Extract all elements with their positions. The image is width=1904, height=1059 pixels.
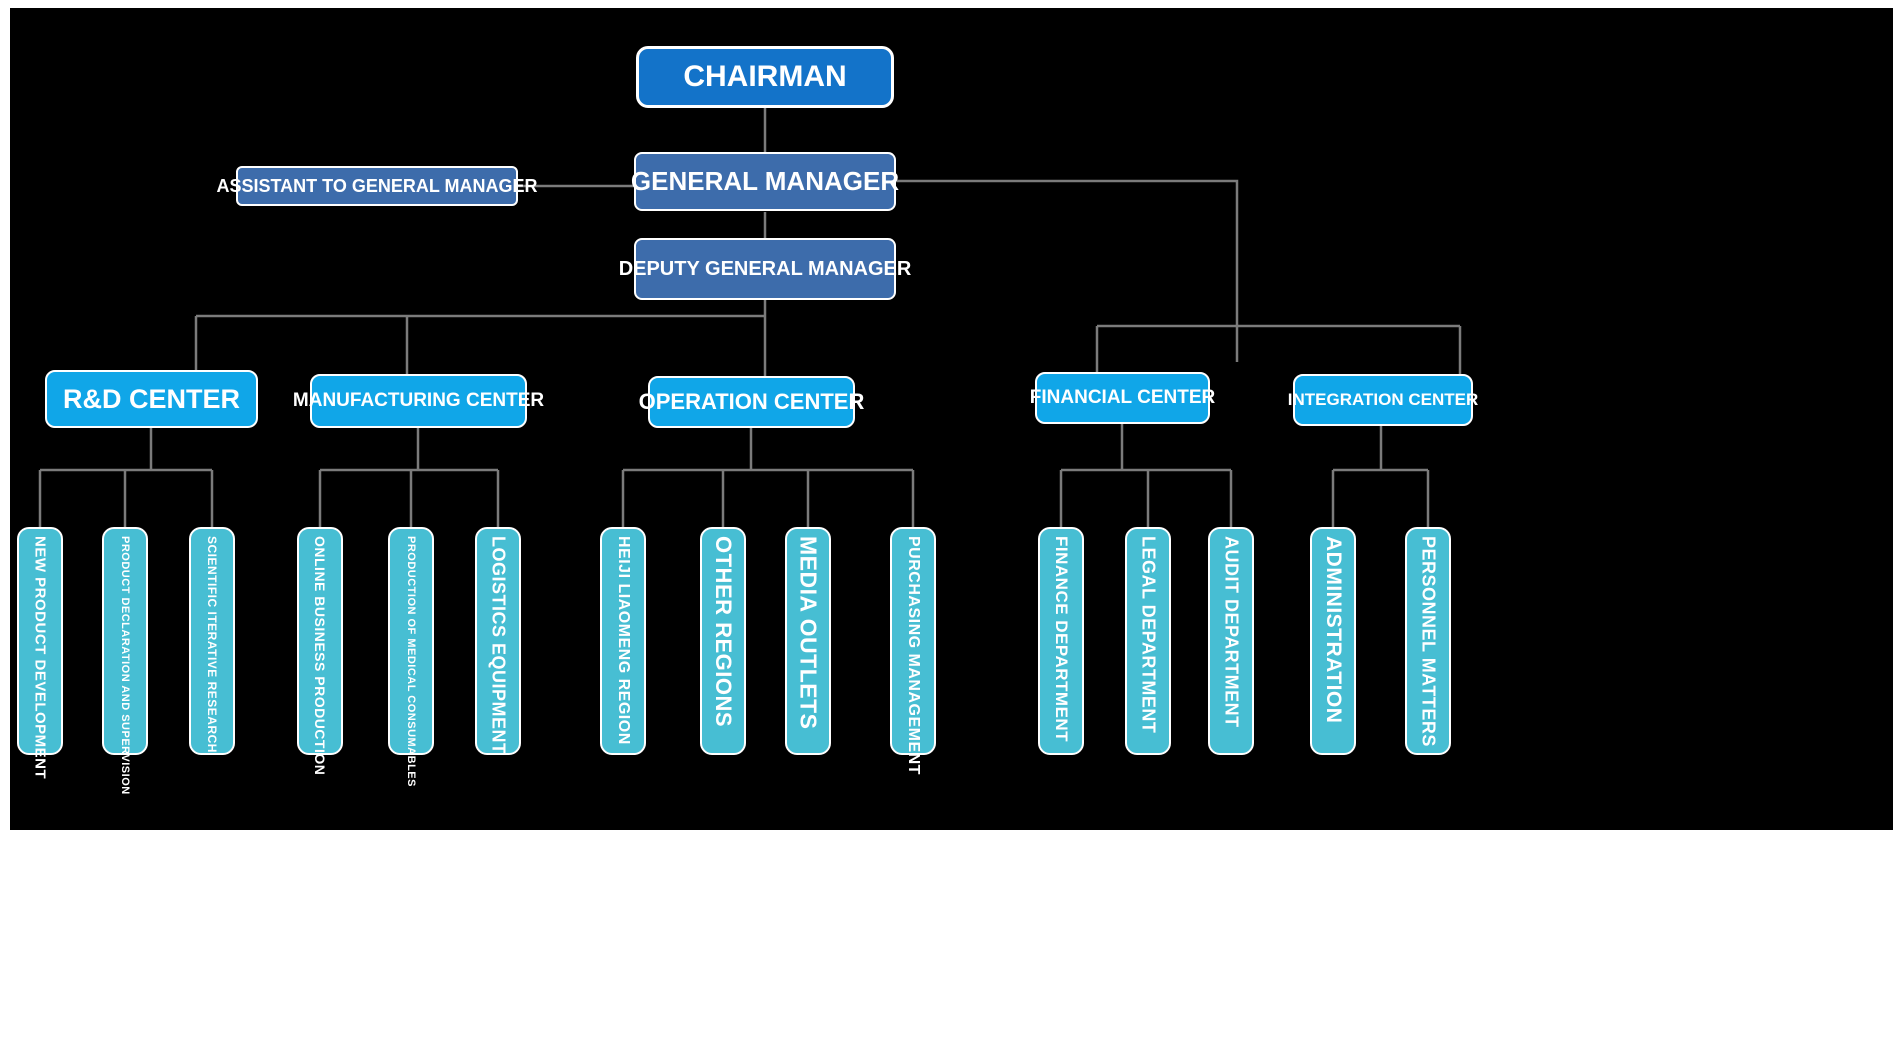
dept-label: ONLINE BUSINESS PRODUCTION	[312, 536, 328, 776]
node-general-manager: GENERAL MANAGER	[631, 152, 899, 211]
dept-label: SCIENTIFIC ITERATIVE RESEARCH	[205, 536, 219, 753]
node-personnel-matters: PERSONNEL MATTERS	[1405, 527, 1451, 755]
node-online-business-production: ONLINE BUSINESS PRODUCTION	[297, 527, 343, 775]
node-administration: ADMINISTRATION	[1310, 527, 1356, 755]
node-finance-department: FINANCE DEPARTMENT	[1038, 527, 1084, 755]
dept-label: PURCHASING MANAGEMENT	[905, 536, 922, 775]
dept-label: ADMINISTRATION	[1322, 536, 1345, 724]
node-purchasing-management: PURCHASING MANAGEMENT	[890, 527, 936, 775]
node-legal-department: LEGAL DEPARTMENT	[1125, 527, 1171, 755]
dept-label: PRODUCTION OF MEDICAL CONSUMABLES	[405, 536, 417, 787]
node-product-declaration-and-supervision: PRODUCT DECLARATION AND SUPERVISION	[102, 527, 148, 795]
node-logistics-equipment: LOGISTICS EQUIPMENT	[475, 527, 521, 755]
dept-label: PERSONNEL MATTERS	[1418, 536, 1439, 747]
node-new-product-development: NEW PRODUCT DEVELOPMENT	[17, 527, 63, 779]
dept-label: MEDIA OUTLETS	[795, 536, 822, 730]
node-deputy-general-manager: DEPUTY GENERAL MANAGER	[619, 238, 911, 300]
node-financial-center: FINANCIAL CENTER	[1030, 372, 1215, 424]
dept-label: AUDIT DEPARTMENT	[1221, 536, 1242, 728]
dept-label: FINANCE DEPARTMENT	[1052, 536, 1071, 743]
dept-label: PRODUCT DECLARATION AND SUPERVISION	[119, 536, 131, 795]
node-heiji-liaomeng-region: HEIJI LIAOMENG REGION	[600, 527, 646, 755]
node-production-of-medical-consumables: PRODUCTION OF MEDICAL CONSUMABLES	[388, 527, 434, 787]
node-audit-department: AUDIT DEPARTMENT	[1208, 527, 1254, 755]
node-chairman: CHAIRMAN	[636, 46, 894, 108]
node-other-regions: OTHER REGIONS	[700, 527, 746, 755]
node-manufacturing-center: MANUFACTURING CENTER	[293, 374, 544, 428]
dept-label: LOGISTICS EQUIPMENT	[488, 536, 509, 755]
dept-label: HEIJI LIAOMENG REGION	[615, 536, 632, 745]
dept-label: LEGAL DEPARTMENT	[1138, 536, 1159, 734]
node-rd-center: R&D CENTER	[45, 370, 258, 428]
node-assistant-to-general-manager: ASSISTANT TO GENERAL MANAGER	[216, 166, 538, 206]
dept-label: OTHER REGIONS	[711, 536, 736, 728]
dept-label: NEW PRODUCT DEVELOPMENT	[31, 536, 49, 780]
node-media-outlets: MEDIA OUTLETS	[785, 527, 831, 755]
node-integration-center: INTEGRATION CENTER	[1288, 374, 1478, 426]
node-scientific-iterative-research: SCIENTIFIC ITERATIVE RESEARCH	[189, 527, 235, 755]
node-operation-center: OPERATION CENTER	[639, 376, 864, 428]
